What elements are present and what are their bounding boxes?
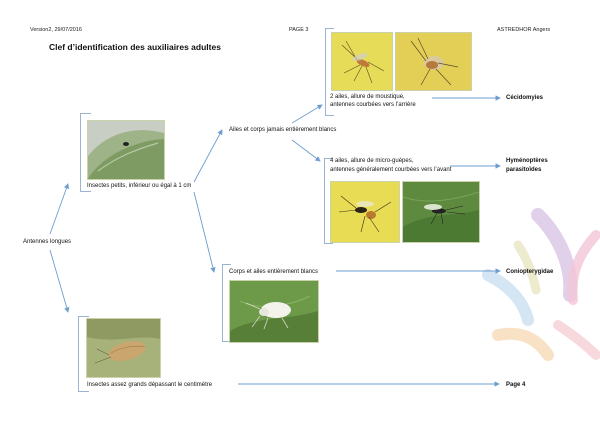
bracket-white <box>222 264 231 342</box>
photo-hymenoptere-1 <box>330 181 400 243</box>
photo-small-insect-on-leaf <box>87 120 165 180</box>
photo-cecidomyie-2 <box>395 32 472 91</box>
arrow-small-neverwhite <box>193 129 223 183</box>
result-hymenopteres-line1: Hyménoptères <box>506 158 548 164</box>
photo-large-insect <box>86 318 161 378</box>
node-mosquito-line2: antennes courbées vers l’arrière <box>330 102 416 108</box>
bracket-small <box>80 113 91 192</box>
arrow-neverwhite-mosquito <box>291 104 323 124</box>
header-author: ASTREDHOR Angers <box>497 27 551 33</box>
node-corps-blancs: Corps et ailes entièrement blancs <box>229 269 319 275</box>
bracket-wasp <box>324 158 333 244</box>
node-ailes-jamais-blancs: Ailes et corps jamais entièrement blancs <box>229 127 337 133</box>
photo-hymenoptere-2 <box>402 181 480 243</box>
node-antennes-longues: Antennes longues <box>23 239 72 245</box>
node-insectes-petits: Insectes petits, inférieur ou égal à 1 c… <box>87 183 192 189</box>
node-wasp-line1: 4 ailes, allure de micro-guèpes, <box>330 158 414 164</box>
photo-coniopterygidae <box>229 280 319 343</box>
photo-cecidomyie-1 <box>331 32 393 91</box>
header-page: PAGE 3 <box>289 27 309 33</box>
arrow-small-white <box>193 191 216 273</box>
bracket-large <box>78 316 89 392</box>
astredhor-logo-decoration <box>482 208 600 361</box>
node-wasp-line2: antennes généralement courbées vers l’av… <box>330 167 452 173</box>
bracket-mosquito <box>325 28 334 116</box>
page-title: Clef d’identification des auxiliaires ad… <box>49 42 221 52</box>
node-mosquito-line1: 2 ailes, allure de moustique, <box>330 94 405 100</box>
result-coniopterygidae: Coniopterygidae <box>506 269 554 275</box>
arrow-root-small <box>49 183 70 235</box>
node-insectes-grands: Insectes assez grands dépassant le centi… <box>87 382 213 388</box>
arrow-neverwhite-wasp <box>291 139 321 162</box>
link-page-4[interactable]: Page 4 <box>506 382 526 388</box>
arrow-root-large <box>49 249 70 313</box>
header-version: Version2, 29/07/2016 <box>30 27 82 33</box>
result-cecidomyies: Cécidomyies <box>506 95 544 101</box>
result-hymenopteres-line2: parasitoïdes <box>506 167 542 173</box>
